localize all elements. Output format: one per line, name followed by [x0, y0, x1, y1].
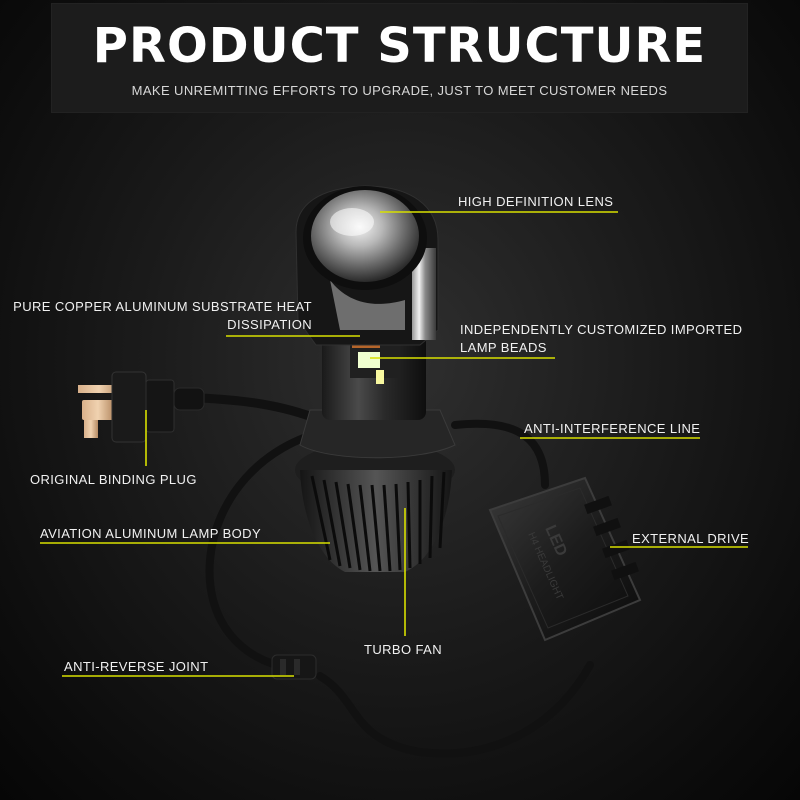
page-title: PRODUCT STRUCTURE	[92, 18, 707, 74]
leader-lines	[40, 211, 748, 677]
anti-reverse-joint-connector	[271, 654, 317, 680]
heat-sink-body	[295, 409, 456, 572]
h4-plug	[78, 371, 205, 443]
label-turbo-fan: TURBO FAN	[364, 642, 442, 657]
label-anti-reverse-joint: ANTI-REVERSE JOINT	[64, 659, 209, 674]
external-drive-box: LED H4 HEADLIGHT	[488, 476, 642, 642]
cable-group	[195, 393, 594, 758]
label-lamp-beads-line2: LAMP BEADS	[460, 340, 547, 355]
label-copper-substrate-line1: PURE COPPER ALUMINUM SUBSTRATE HEAT	[13, 299, 312, 314]
lens-housing	[295, 185, 439, 346]
label-aviation-aluminum-body: AVIATION ALUMINUM LAMP BODY	[40, 526, 262, 541]
page-subtitle: MAKE UNREMITTING EFFORTS TO UPGRADE, JUS…	[131, 83, 668, 98]
label-copper-substrate-line2: DISSIPATION	[227, 317, 312, 332]
header-banner: PRODUCT STRUCTURE MAKE UNREMITTING EFFOR…	[52, 4, 747, 112]
label-lamp-beads-line1: INDEPENDENTLY CUSTOMIZED IMPORTED	[460, 322, 743, 337]
label-high-definition-lens: HIGH DEFINITION LENS	[458, 194, 614, 209]
label-external-drive: EXTERNAL DRIVE	[632, 531, 750, 546]
label-original-binding-plug: ORIGINAL BINDING PLUG	[30, 472, 197, 487]
label-anti-interference-line: ANTI-INTERFERENCE LINE	[524, 421, 701, 436]
